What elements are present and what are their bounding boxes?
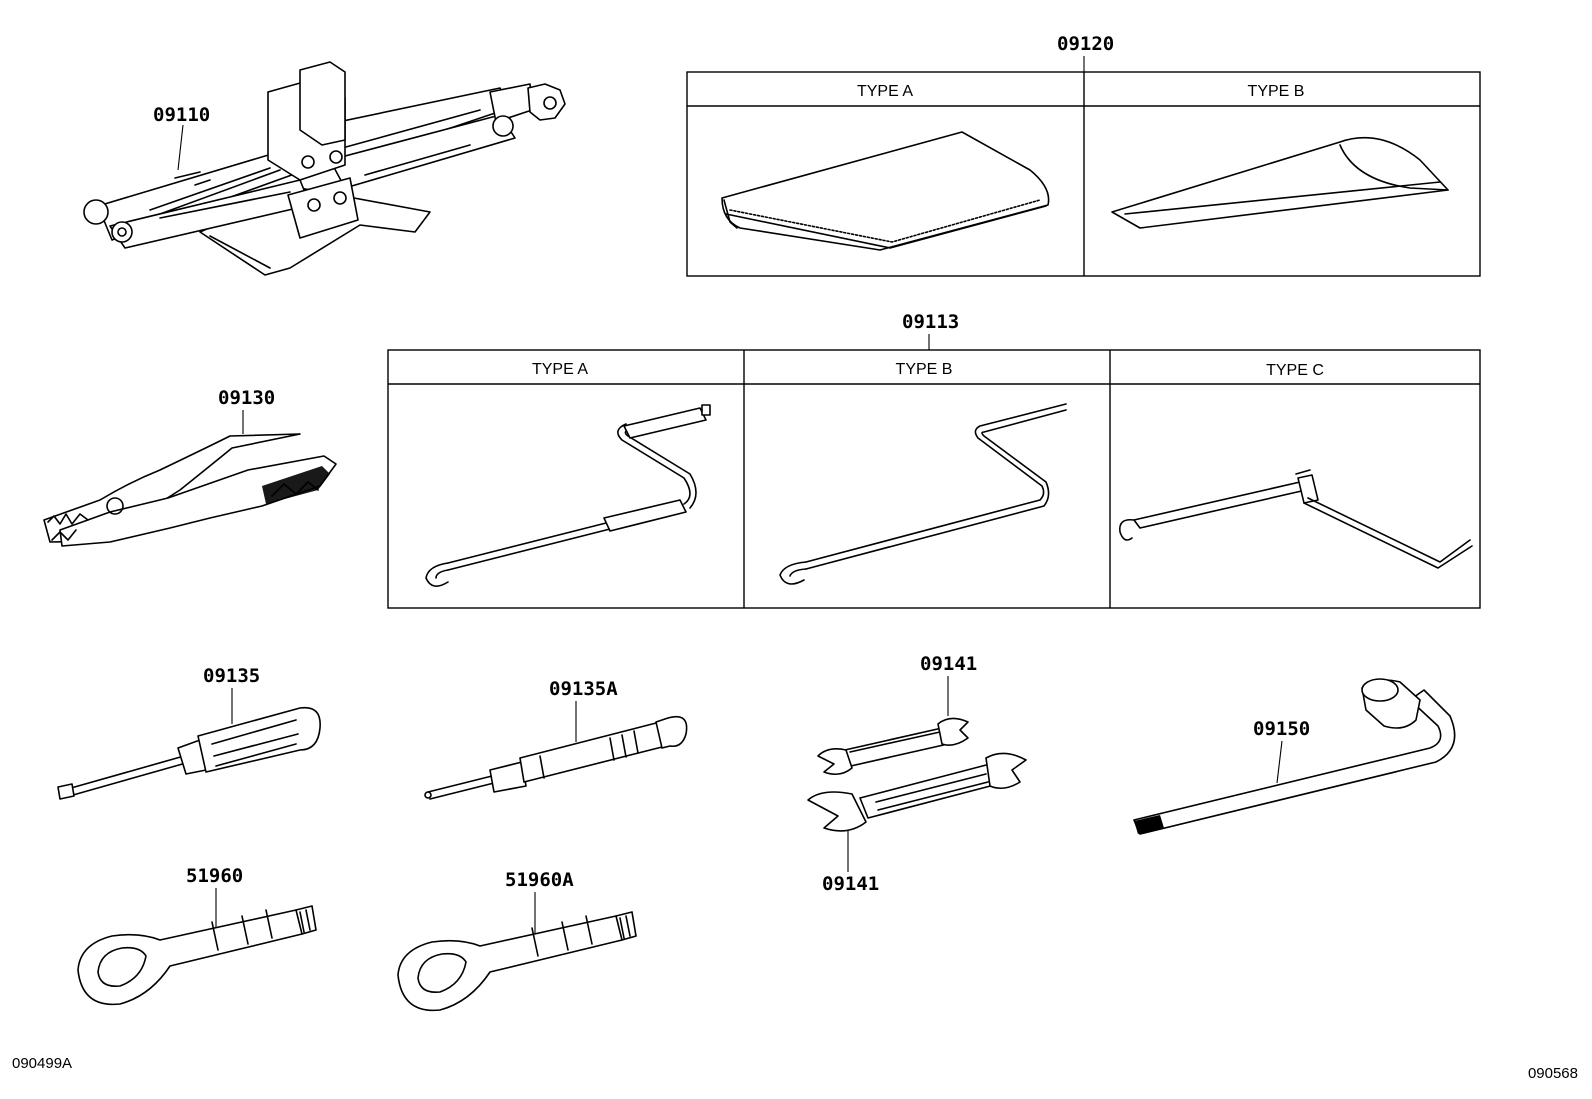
tool-bag-type-a-illustration xyxy=(721,131,1050,251)
footer-right-code: 090568 xyxy=(1528,1065,1578,1082)
wrench-upper-illustration xyxy=(817,717,969,776)
label-09150: 09150 xyxy=(1253,718,1310,740)
jack-handle-table xyxy=(387,349,1481,609)
tool-bag-type-b-illustration xyxy=(1111,136,1449,229)
label-09141-upper: 09141 xyxy=(920,653,977,675)
label-51960: 51960 xyxy=(186,865,243,887)
tool-bag-table xyxy=(686,71,1481,277)
label-09141-lower: 09141 xyxy=(822,873,879,895)
label-09113: 09113 xyxy=(902,311,959,333)
jack-illustration xyxy=(83,61,566,276)
label-09120: 09120 xyxy=(1057,33,1114,55)
wrench-lower-illustration xyxy=(807,752,1027,832)
label-09130: 09130 xyxy=(218,387,275,409)
jack-handle-type-c-illustration xyxy=(1118,469,1473,569)
label-51960A: 51960A xyxy=(505,869,574,891)
tow-hook-alt-illustration xyxy=(397,911,637,1012)
screwdriver-illustration xyxy=(57,706,321,800)
jack-handle-type-b-illustration xyxy=(779,403,1067,585)
pliers-illustration xyxy=(43,433,337,547)
tow-hook-illustration xyxy=(77,905,317,1006)
footer-left-code: 090499A xyxy=(12,1055,72,1072)
bag-type-b-label: TYPE B xyxy=(1248,83,1305,100)
label-09135A: 09135A xyxy=(549,678,618,700)
handle-type-b-label: TYPE B xyxy=(896,361,953,378)
label-09110: 09110 xyxy=(153,104,210,126)
bag-type-a-label: TYPE A xyxy=(857,83,913,100)
label-09135: 09135 xyxy=(203,665,260,687)
wheel-nut-wrench-illustration xyxy=(1133,678,1456,835)
handle-type-a-label: TYPE A xyxy=(532,361,588,378)
screwdriver-alt-illustration xyxy=(424,715,688,800)
jack-handle-type-a-illustration xyxy=(425,404,711,587)
handle-type-c-label: TYPE C xyxy=(1266,362,1324,379)
